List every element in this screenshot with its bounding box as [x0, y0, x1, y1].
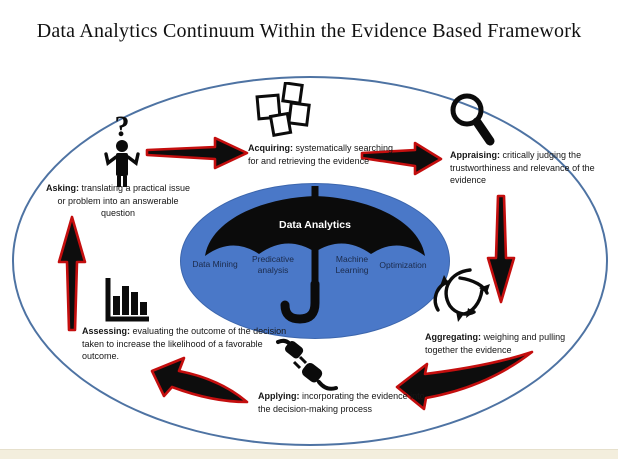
diagram-title: Data Analytics Continuum Within the Evid… — [36, 20, 582, 42]
cycle-ellipse-outline — [12, 76, 608, 446]
segment-data-mining: Data Mining — [192, 259, 238, 269]
applying-term: Applying: — [258, 391, 300, 401]
asking-term: Asking: — [45, 183, 79, 193]
documents-icon — [255, 82, 311, 137]
umbrella-label: Data Analytics — [279, 219, 351, 231]
swirl-arrows-icon — [433, 268, 490, 322]
question-person-icon: ? — [104, 110, 140, 187]
assessing-term: Assessing: — [82, 326, 131, 336]
footer-strip — [0, 449, 618, 459]
asking-desc: translating a practical issue or problem… — [57, 183, 191, 219]
acquiring-label: Acquiring: systematically searching for … — [248, 142, 400, 167]
umbrella-icon: Data Analytics — [205, 186, 425, 324]
assessing-label: Assessing: evaluating the outcome of the… — [82, 325, 287, 363]
segment-predicative-analysis: Predicative analysis — [251, 254, 295, 275]
acquiring-desc: systematically searching for and retriev… — [248, 143, 394, 166]
appraising-desc: critically judging the trustworthiness a… — [450, 150, 595, 186]
asking-label: Asking: translating a practical issue or… — [44, 182, 192, 220]
magnifier-icon — [450, 93, 495, 146]
aggregating-label: Aggregating: weighing and pulling togeth… — [425, 331, 571, 356]
segment-optimization: Optimization — [379, 260, 427, 270]
bar-chart-icon — [105, 278, 149, 322]
applying-desc: incorporating the evidence into the deci… — [258, 391, 425, 414]
svg-text:?: ? — [115, 110, 130, 143]
acquiring-term: Acquiring: — [248, 143, 293, 153]
assessing-desc: evaluating the outcome of the decision t… — [82, 326, 287, 362]
applying-label: Applying: incorporating the evidence int… — [258, 390, 426, 415]
aggregating-desc: weighing and pulling together the eviden… — [425, 332, 566, 355]
aggregating-term: Aggregating: — [425, 332, 481, 342]
data-analytics-ellipse: Data Analytics Data Mining Predicative a… — [180, 183, 450, 339]
appraising-term: Appraising: — [450, 150, 501, 160]
appraising-label: Appraising: critically judging the trust… — [450, 149, 600, 187]
plug-icon — [276, 338, 338, 391]
segment-machine-learning: Machine Learning — [335, 254, 369, 275]
